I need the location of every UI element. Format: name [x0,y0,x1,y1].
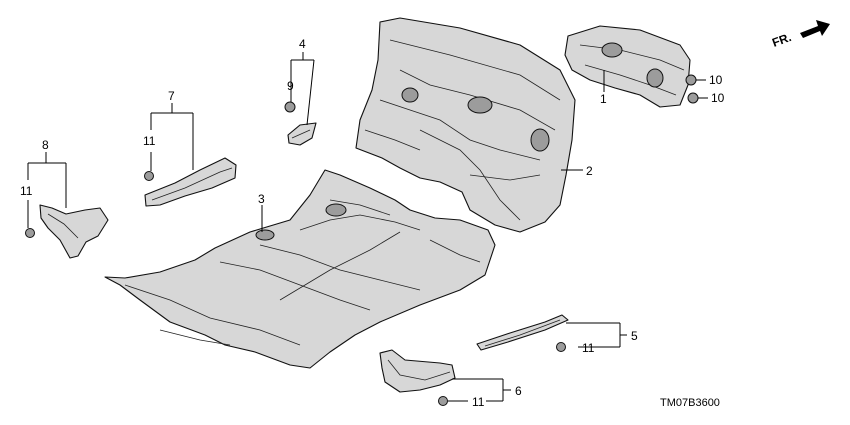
clip-icon [284,101,296,113]
part-8-kick-panel [39,204,109,259]
callout-11-part8: 11 [20,184,33,198]
callout-10-upper: 10 [709,73,723,87]
callout-11-part6: 11 [472,395,485,409]
callout-9: 9 [287,79,294,93]
bolt-icon [25,228,35,238]
nut-icon [685,74,697,86]
callout-labels: 1 2 3 4 5 6 7 8 9 10 10 11 11 11 11 [20,37,725,409]
callout-10-lower: 10 [711,91,725,105]
part-9-clip [284,101,296,113]
front-label: FR. [770,30,793,50]
callout-3: 3 [258,192,265,206]
callout-6: 6 [515,384,522,398]
part-4-bracket [287,122,317,146]
leader-lines [27,52,708,402]
callout-5: 5 [631,329,638,343]
part-2-dashboard-insulator [355,17,576,233]
part-10-nuts [685,74,699,104]
diagram-code: TM07B3600 [660,397,720,409]
bolt-icon [144,171,154,181]
callout-2: 2 [586,164,593,178]
callout-11-part5: 11 [582,341,595,355]
bolt-icon [556,342,566,352]
callout-8: 8 [42,138,49,152]
front-arrow-icon [800,20,830,38]
callout-1: 1 [600,92,607,106]
nut-icon [687,92,699,104]
callout-11-part7: 11 [143,134,156,148]
bolt-icon [438,396,448,406]
front-direction-indicator: FR. [770,20,830,50]
part-3-floor-carpet [104,169,496,369]
part-7-side-trim [144,157,237,207]
callout-7: 7 [168,89,175,103]
part-5-sill-garnish [476,314,569,351]
part-6-rear-duct [379,349,456,393]
part-11-bolts [25,171,566,406]
part-1-upper-insulator [564,25,691,108]
callout-4: 4 [299,37,306,51]
